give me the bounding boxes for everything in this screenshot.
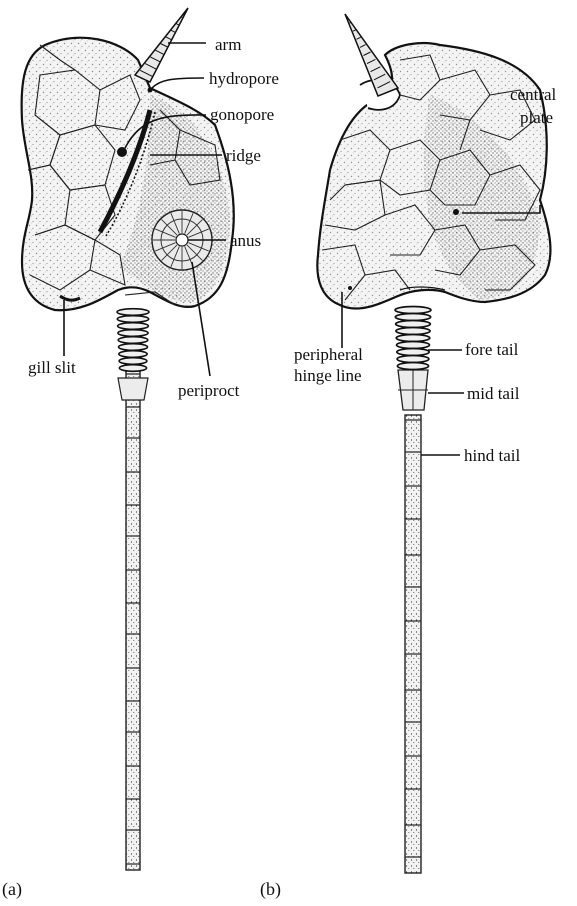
mid-tail-a <box>118 378 148 400</box>
label-gill-slit: gill slit <box>28 358 76 377</box>
label-anus: anus <box>230 231 261 250</box>
fore-tail-ring <box>395 314 430 321</box>
fore-tail-ring <box>396 328 430 335</box>
hydropore <box>148 88 153 93</box>
fore-tail-ring <box>117 316 148 323</box>
fore-tail-ring <box>397 342 430 349</box>
anus <box>176 234 188 246</box>
tail-b <box>395 307 431 874</box>
fore-tail-ring <box>119 344 148 351</box>
fore-tail-ring <box>397 349 429 356</box>
label-arm: arm <box>215 35 241 54</box>
label-gonopore: gonopore <box>210 105 274 124</box>
label-ridge: ridge <box>226 146 261 165</box>
fore-tail-ring <box>119 358 147 365</box>
fore-tail-ring <box>119 351 147 358</box>
label-hind-tail: hind tail <box>464 446 520 465</box>
fore-tail-ring <box>396 335 430 342</box>
label-periproct: periproct <box>178 381 240 400</box>
fore-tail-ring <box>118 323 149 330</box>
label-hydropore: hydropore <box>209 69 279 88</box>
fore-tail-ring <box>118 337 148 344</box>
panel-label-b: (b) <box>260 879 281 900</box>
label-peripheral-1: peripheral <box>294 345 363 364</box>
fore-tail-ring <box>396 321 431 328</box>
arm-ring <box>181 17 182 18</box>
fore-tail-ring <box>397 363 428 370</box>
specimen-a: arm hydropore gonopore ridge anus gill s… <box>22 8 279 870</box>
tail-a <box>117 309 149 870</box>
label-central-plate-2: plate <box>520 108 553 127</box>
fore-tail-ring <box>118 330 148 337</box>
label-mid-tail: mid tail <box>467 384 520 403</box>
fore-tail-ring <box>395 307 431 314</box>
fore-tail-ring <box>117 309 149 316</box>
label-fore-tail: fore tail <box>465 340 519 359</box>
label-peripheral-2: hinge line <box>294 366 362 385</box>
fore-tail-ring <box>397 356 429 363</box>
panel-label-a: (a) <box>2 879 22 900</box>
gonopore <box>117 147 127 157</box>
label-central-plate-1: central <box>510 85 557 104</box>
arm-ring <box>350 22 351 23</box>
central-plate <box>453 209 459 215</box>
arm-a <box>135 8 188 82</box>
specimen-b: central plate peripheral hinge line fore… <box>294 14 557 873</box>
fore-tail-ring <box>119 365 146 372</box>
